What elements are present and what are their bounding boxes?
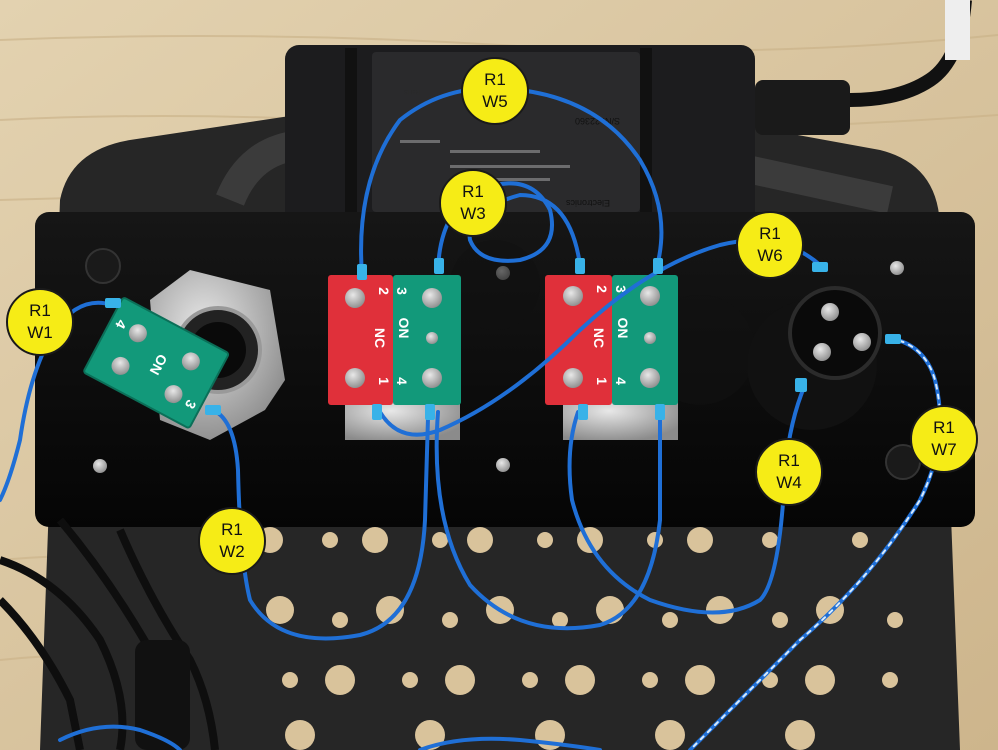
center-no-label: ON [396, 318, 412, 339]
wire-label-w1: R1 W1 [6, 288, 74, 356]
wire-label-w7-line2: W7 [931, 440, 957, 459]
adapter-rohs: RoHS [404, 88, 420, 94]
wire-label-w6-line1: R1 [759, 224, 781, 243]
wire-label-w5: R1 W5 [461, 57, 529, 125]
wire-label-w7: R1 W7 [910, 405, 978, 473]
center-no-terminal-3: 3 [394, 287, 410, 295]
right-no-label: ON [615, 318, 631, 339]
wire-label-w7-line1: R1 [933, 418, 955, 437]
wire-label-w1-line1: R1 [29, 301, 51, 320]
wire-label-w5-line2: W5 [482, 92, 508, 111]
adapter-serial: S/N: 22360 [575, 116, 620, 126]
wire-label-w3: R1 W3 [439, 169, 507, 237]
right-nc-terminal-1: 1 [594, 377, 610, 385]
left-contact-block: 4 ON 3 [83, 297, 230, 429]
wire-label-w4: R1 W4 [755, 438, 823, 506]
wire-w7-stripe [689, 337, 941, 750]
right-nc-label: NC [591, 328, 607, 348]
ferrite-core [135, 640, 190, 750]
wire-w1 [0, 300, 114, 502]
right-nc-terminal-2: 2 [594, 285, 610, 293]
wire-ferrules [105, 258, 901, 420]
power-cable [755, 0, 972, 135]
wire-label-w3-line2: W3 [460, 204, 486, 223]
right-no-terminal-4: 4 [613, 377, 629, 385]
center-nc-terminal-1: 1 [376, 377, 392, 385]
center-no-terminal-4: 4 [394, 377, 410, 385]
wire-label-w2-line1: R1 [221, 520, 243, 539]
wire-label-w3-line1: R1 [462, 182, 484, 201]
center-nc-label: NC [372, 328, 388, 348]
wire-w2 [211, 408, 430, 641]
power-adapter: RoHS S/N: 22360 Electronics [285, 45, 755, 225]
right-no-terminal-3: 3 [613, 285, 629, 293]
wire-label-w4-line1: R1 [778, 451, 800, 470]
led-lamp [747, 286, 882, 430]
wire-label-w2: R1 W2 [198, 507, 266, 575]
wire-label-w1-line2: W1 [27, 323, 53, 342]
wire-label-w2-line2: W2 [219, 542, 245, 561]
center-nc-terminal-2: 2 [376, 287, 392, 295]
wire-label-w6-line2: W6 [757, 246, 783, 265]
adapter-brand: Electronics [565, 198, 610, 208]
wire-label-w4-line2: W4 [776, 473, 802, 492]
center-contact-pair: 2 NC 1 3 ON 4 [328, 275, 461, 440]
wire-label-w5-line1: R1 [484, 70, 506, 89]
wire-label-w6: R1 W6 [736, 211, 804, 279]
tray-holes [257, 527, 903, 750]
